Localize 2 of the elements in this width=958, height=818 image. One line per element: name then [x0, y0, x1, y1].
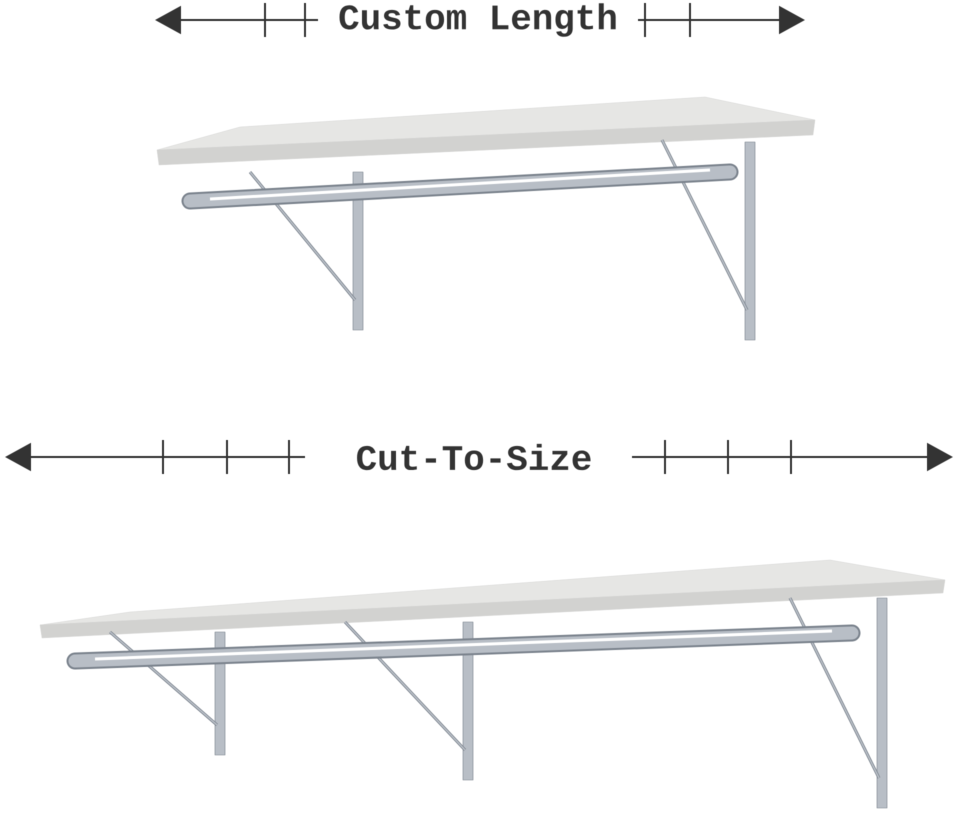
dimension-label: Custom Length [340, 3, 616, 37]
dimension-label: Cut-To-Size [357, 444, 591, 470]
